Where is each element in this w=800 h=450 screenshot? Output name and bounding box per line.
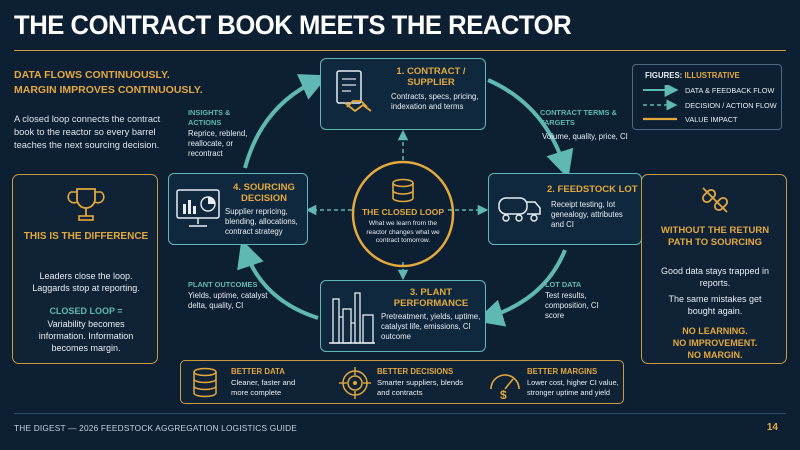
center-text: What we learn from the reactor changes w… — [366, 220, 440, 244]
node-sourcing-decision: 4. SOURCING DECISION Supplier repricing,… — [168, 173, 308, 245]
node-feedstock-lot: 2. FEEDSTOCK LOT Receipt testing, lot ge… — [488, 173, 642, 245]
difference-heading: THIS IS THE DIFFERENCE — [23, 231, 149, 242]
lead-heading-line1: DATA FLOWS CONTINUOUSLY. — [14, 69, 170, 81]
node-contract-text: Contracts, specs, pricing, indexation an… — [391, 92, 479, 111]
node-plant-performance: 3. PLANT PERFORMANCE Pretreatment, yield… — [320, 280, 486, 352]
node-plant-text: Pretreatment, yields, uptime, catalyst l… — [381, 312, 481, 341]
better-margins-title: BETTER MARGINS — [527, 367, 598, 376]
refinery-icon — [329, 292, 375, 344]
flow-label-insights: INSIGHTS & ACTIONS Reprice, reblend, rea… — [188, 108, 264, 159]
legend-item-decision-flow: DECISION / ACTION FLOW — [685, 101, 777, 110]
node-contract-supplier: 1. CONTRACT / SUPPLIER Contracts, specs,… — [320, 58, 486, 130]
arc-plant-to-sourcing — [237, 239, 319, 320]
insights-heading: INSIGHTS & ACTIONS — [188, 108, 231, 127]
gauge-dollar-icon: $ — [490, 374, 520, 399]
contract-handshake-icon — [336, 70, 372, 113]
legend-item-value-impact: VALUE IMPACT — [685, 115, 738, 124]
node-plant-title: 3. PLANT PERFORMANCE — [393, 287, 469, 309]
better-decisions-title: BETTER DECISIONS — [377, 367, 454, 376]
data-stack-icon — [193, 367, 217, 398]
difference-text: Leaders close the loop. Laggards stop at… — [32, 271, 140, 293]
node-feedstock-title: 2. FEEDSTOCK LOT — [547, 184, 638, 195]
center-title: THE CLOSED LOOP — [361, 207, 445, 217]
lead-body: A closed loop connects the contract book… — [14, 114, 161, 150]
target-icon — [339, 367, 371, 399]
center-loop-ring — [351, 160, 455, 268]
lot-data-text: Test results, composition, CI score — [545, 291, 599, 320]
contract-terms-heading: CONTRACT TERMS & TARGETS — [540, 108, 617, 127]
plant-outcomes-text: Yields, uptime, catalyst delta, quality,… — [188, 291, 268, 310]
better-decisions-text: Smarter suppliers, blends and contracts — [377, 378, 464, 397]
dashboard-monitor-icon — [176, 189, 220, 227]
node-sourcing-title: 4. SOURCING DECISION — [233, 182, 295, 204]
arc-contract-to-feedstock — [487, 78, 574, 179]
lead-heading: DATA FLOWS CONTINUOUSLY. MARGIN IMPROVES… — [14, 68, 214, 98]
trophy-icon — [67, 188, 105, 221]
flow-label-lot-data: LOT DATA Test results, composition, CI s… — [545, 280, 617, 321]
better-margins-text: Lower cost, higher CI value, stronger up… — [527, 378, 619, 397]
closed-loop-heading: CLOSED LOOP = — [49, 306, 123, 316]
value-strip: BETTER DATA Cleaner, faster and more com… — [180, 360, 624, 404]
flow-label-contract-terms: CONTRACT TERMS & TARGETS Volume, quality… — [540, 108, 630, 142]
no-margin: NO MARGIN. — [687, 350, 743, 360]
lot-data-heading: LOT DATA — [545, 280, 582, 289]
legend-title: FIGURES: ILLUSTRATIVE — [645, 71, 740, 80]
tanker-truck-icon — [498, 197, 541, 222]
page-number: 14 — [766, 422, 778, 433]
node-contract-title: 1. CONTRACT / SUPPLIER — [396, 66, 466, 88]
legend-title-prefix: FIGURES: — [645, 71, 683, 80]
no-improvement: NO IMPROVEMENT. — [672, 338, 758, 348]
node-sourcing-text: Supplier repricing, blending, allocation… — [225, 207, 298, 236]
page-title: THE CONTRACT BOOK MEETS THE REACTOR — [14, 10, 572, 40]
broken-link-icon — [701, 187, 729, 213]
better-data-title: BETTER DATA — [231, 367, 285, 376]
flow-label-plant-outcomes: PLANT OUTCOMES Yields, uptime, catalyst … — [188, 280, 270, 311]
footer-text: THE DIGEST — 2026 FEEDSTOCK AGGREGATION … — [14, 423, 298, 433]
svg-text:$: $ — [500, 388, 507, 399]
no-learning: NO LEARNING. — [682, 326, 748, 336]
closed-loop-text: Variability becomes information. Informa… — [38, 319, 134, 353]
no-return-card: WITHOUT THE RETURN PATH TO SOURCING Good… — [641, 174, 787, 364]
better-data-text: Cleaner, faster and more complete — [231, 378, 296, 397]
difference-card: THIS IS THE DIFFERENCE Leaders close the… — [12, 174, 158, 364]
legend-title-value: ILLUSTRATIVE — [684, 71, 740, 80]
contract-terms-text: Volume, quality, price, CI — [542, 132, 628, 141]
footer-divider — [14, 413, 786, 414]
plant-outcomes-heading: PLANT OUTCOMES — [188, 280, 258, 289]
no-return-text-2: The same mistakes get bought again. — [668, 294, 762, 316]
node-feedstock-text: Receipt testing, lot genealogy, attribut… — [551, 200, 623, 229]
legend: FIGURES: ILLUSTRATIVE DATA & FEEDBACK FL… — [632, 64, 782, 130]
arc-feedstock-to-plant — [475, 249, 567, 327]
insights-text: Reprice, reblend, reallocate, or recontr… — [188, 129, 248, 158]
lead-heading-line2: MARGIN IMPROVES CONTINUOUSLY. — [14, 84, 203, 96]
legend-item-data-flow: DATA & FEEDBACK FLOW — [685, 86, 775, 95]
database-icon — [392, 178, 414, 203]
title-divider — [14, 50, 786, 51]
legend-swatches — [643, 85, 679, 121]
no-return-text-1: Good data stays trapped in reports. — [660, 266, 770, 288]
no-return-heading: WITHOUT THE RETURN PATH TO SOURCING — [660, 225, 770, 248]
arc-sourcing-to-contract — [243, 74, 329, 169]
